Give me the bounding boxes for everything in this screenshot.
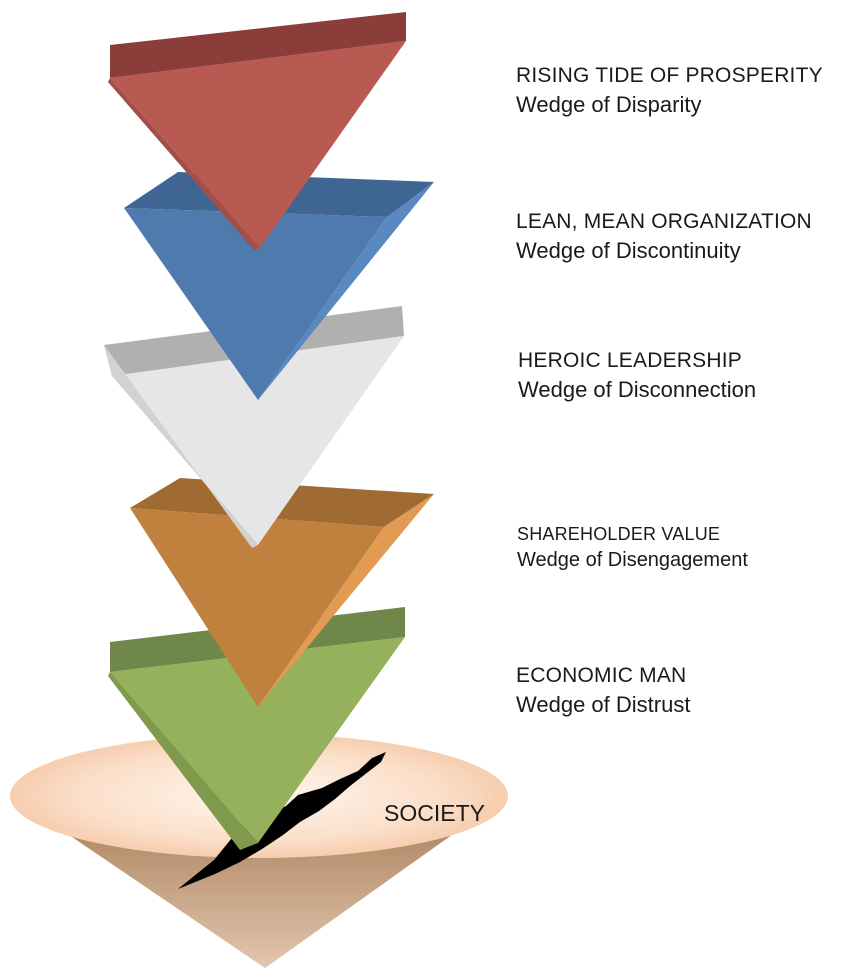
society-crack: [178, 752, 386, 889]
wedge-side-face: [258, 494, 434, 707]
wedge-rising-tide: [108, 12, 406, 250]
wedge-title: ECONOMIC MAN: [516, 664, 687, 687]
wedge-subtitle: Wedge of Disconnection: [518, 376, 757, 402]
label-lean-mean-organization: LEAN, MEAN ORGANIZATION Wedge of Discont…: [516, 208, 812, 265]
wedge-shade: [104, 345, 258, 548]
wedge-front-face: [130, 508, 384, 707]
wedge-shade: [108, 672, 258, 850]
wedge-title: LEAN, MEAN ORGANIZATION: [516, 210, 812, 233]
label-heroic-leadership: HEROIC LEADERSHIP Wedge of Disconnection: [518, 347, 756, 404]
wedge-subtitle: Wedge of Discontinuity: [516, 237, 741, 263]
label-economic-man: ECONOMIC MAN Wedge of Distrust: [516, 662, 690, 719]
wedge-title: RISING TIDE OF PROSPERITY: [516, 64, 823, 87]
wedge-side-face: [258, 182, 434, 400]
label-rising-tide: RISING TIDE OF PROSPERITY Wedge of Dispa…: [516, 62, 823, 119]
wedge-front-face: [124, 208, 387, 400]
wedge-subtitle: Wedge of Disparity: [516, 91, 702, 117]
society-label: SOCIETY: [384, 800, 485, 826]
wedge-subtitle: Wedge of Distrust: [516, 691, 691, 717]
wedge-front-face: [110, 41, 406, 248]
wedge-front-face: [110, 637, 405, 843]
wedge-top-face: [110, 12, 406, 78]
wedge-title: SHAREHOLDER VALUE: [517, 524, 721, 544]
wedge-subtitle: Wedge of Disengagement: [517, 548, 748, 571]
wedge-front-face: [112, 336, 404, 545]
label-shareholder-value: SHAREHOLDER VALUE Wedge of Disengagement: [517, 523, 748, 574]
wedge-title: HEROIC LEADERSHIP: [518, 349, 742, 372]
wedge-shade: [108, 78, 260, 250]
